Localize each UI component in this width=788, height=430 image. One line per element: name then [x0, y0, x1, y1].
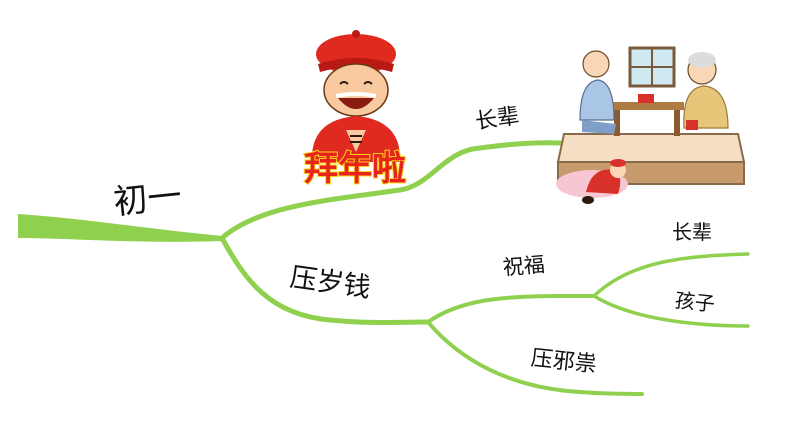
branch-to-evil — [426, 320, 644, 396]
root-branch — [18, 214, 222, 242]
label-children: 孩子 — [673, 288, 716, 317]
branch-to-money — [219, 235, 431, 325]
kowtow-scene-illustration — [556, 46, 746, 204]
window-icon — [628, 46, 676, 88]
label-elders: 长辈 — [473, 103, 521, 135]
body-icon — [311, 116, 401, 162]
grandfather-icon — [579, 50, 616, 134]
branch-to-elders — [219, 140, 563, 241]
branch-to-children — [592, 294, 750, 328]
table-icon — [610, 94, 684, 136]
label-elders-sub: 长辈 — [672, 220, 712, 244]
branch-to-elders-2 — [592, 252, 750, 298]
face-icon — [323, 63, 389, 117]
branch-to-blessing — [426, 294, 596, 324]
grandmother-icon — [683, 52, 729, 130]
label-blessing: 祝福 — [501, 252, 546, 280]
stamp-text: 拜年啦 — [304, 149, 406, 189]
root-label: 初一 — [111, 175, 184, 223]
child-kowtowing-icon — [556, 159, 628, 204]
new-year-greeting-illustration: 拜年啦 — [303, 30, 407, 190]
